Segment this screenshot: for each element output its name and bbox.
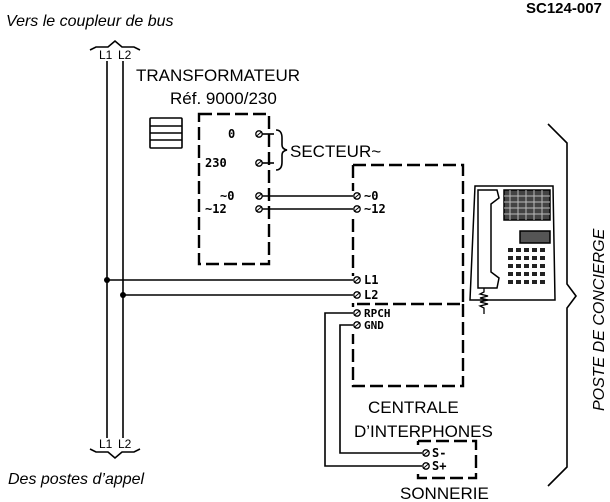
central-terminal-l2: L2	[364, 288, 378, 302]
mains-brace	[275, 129, 288, 171]
central-terminal-ac12: ~12	[364, 202, 386, 216]
wire-rpch-to-s-plus	[324, 312, 422, 467]
central-terminal-rpch: RPCH	[364, 307, 391, 320]
central-title-line2: D’INTERPHONES	[354, 422, 493, 441]
concierge-phone-icon	[469, 185, 556, 314]
transformer-ref: Réf. 9000/230	[170, 89, 277, 108]
bus-top-label-l1: L1	[99, 48, 113, 62]
bell-box	[416, 439, 478, 480]
transformer-terminal-ac0: ~0	[220, 189, 234, 203]
transformer-terminal-230: 230	[205, 156, 227, 170]
central-terminal-ac0: ~0	[364, 189, 378, 203]
transformer-terminal-ac12: ~12	[205, 202, 227, 216]
transformer-box	[197, 112, 271, 266]
concierge-label: POSTE DE CONCIERGE	[591, 228, 608, 411]
bell-label: SONNERIE	[400, 484, 489, 502]
reference-code: SC124-007	[526, 0, 602, 17]
bell-terminal-s-minus: S-	[432, 446, 446, 460]
mains-label: SECTEUR~	[290, 142, 381, 161]
transformer-icon	[149, 117, 183, 149]
transformer-title: TRANSFORMATEUR	[136, 66, 300, 85]
concierge-bracket	[547, 123, 577, 487]
bus-bottom-label-l2: L2	[118, 437, 132, 451]
bus-bottom-caption: Des postes d’appel	[8, 471, 145, 488]
bus-top-bracket	[89, 39, 141, 51]
bus-top-caption: Vers le coupleur de bus	[6, 13, 174, 30]
wire-gnd-to-s-minus	[339, 324, 422, 454]
bus-bottom-label-l1: L1	[99, 437, 113, 451]
bus-top-label-l2: L2	[118, 48, 132, 62]
bell-terminal-s-plus: S+	[432, 459, 446, 473]
central-terminal-l1: L1	[364, 273, 378, 287]
central-terminal-gnd: GND	[364, 319, 384, 332]
transformer-terminal-0: 0	[228, 127, 235, 141]
bus-bottom-bracket	[89, 448, 141, 460]
central-box	[353, 163, 465, 306]
central-title-line1: CENTRALE	[368, 398, 459, 417]
